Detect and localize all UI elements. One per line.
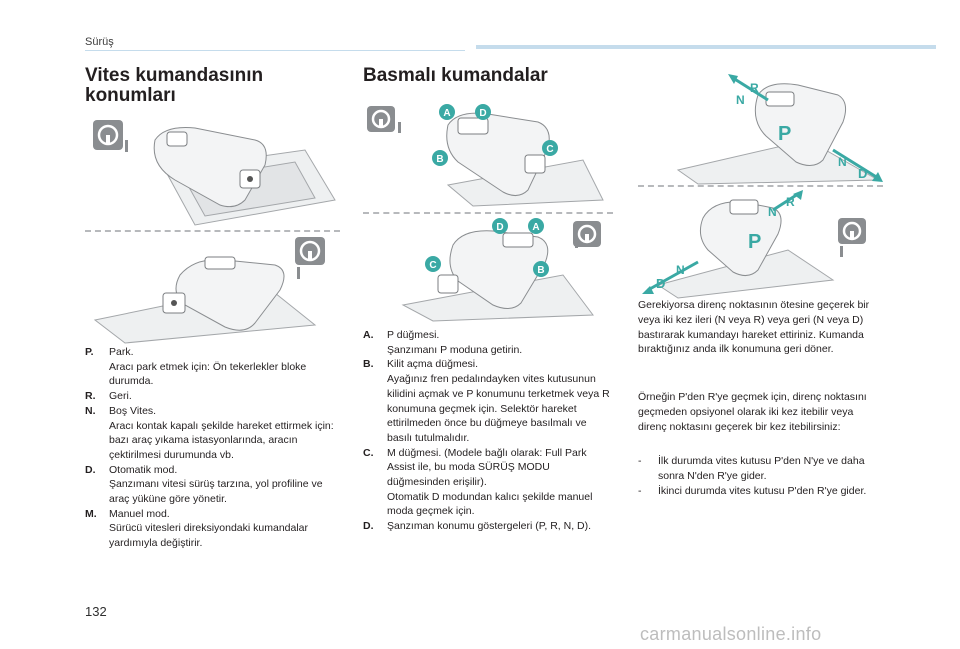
position-label-r: R: [786, 195, 795, 209]
paragraph-example: Örneğin P'den R'ye geçmek için, direnç n…: [638, 391, 867, 433]
section-label: Sürüş: [85, 36, 114, 48]
position-label-p: P: [748, 231, 761, 253]
position-label-n: N: [676, 263, 685, 277]
position-label-d: D: [858, 166, 867, 181]
push-controls-list: A.P düğmesi. Şanzımanı P moduna getirin.…: [363, 328, 613, 534]
steering-wheel-icon: [573, 221, 601, 247]
shift-direction-illustration-bottom: N R P N D: [642, 190, 866, 299]
callout-d: D: [479, 108, 486, 119]
gear-lever-illustration-bottom: [93, 237, 325, 344]
paragraph-shift-instructions: Gerekiyorsa direnç noktasının ötesine ge…: [638, 299, 870, 356]
shift-direction-illustration-top: N R P N D: [676, 74, 883, 185]
list-item: D.Otomatik mod. Şanzımanı vitesi sürüş t…: [85, 463, 323, 506]
divider-right: [638, 185, 883, 187]
list-item: C.M düğmesi. (Modele bağlı olarak: Full …: [363, 446, 593, 518]
list-item: M.Manuel mod. Sürücü vitesleri direksiyo…: [85, 507, 309, 550]
callout-b: B: [537, 265, 544, 276]
header-rule: [85, 50, 465, 51]
header-accent-bar: [476, 45, 936, 49]
list-item: P.Park. Aracı park etmek için: Ön tekerl…: [85, 346, 307, 388]
callout-d: D: [496, 222, 503, 233]
list-item: N.Boş Vites. Aracı kontak kapalı şekilde…: [85, 404, 334, 461]
list-item: -İlk durumda vites kutusu P'den N'ye ve …: [638, 455, 865, 482]
left-section-title: Vites kumandasının konumları: [85, 65, 264, 106]
list-item: D.Şanzıman konumu göstergeleri (P, R, N,…: [363, 520, 592, 533]
push-controls-illustration-bottom: D A C B: [401, 218, 601, 322]
list-item: B.Kilit açma düğmesi. Ayağınız fren peda…: [363, 358, 610, 444]
list-item: R.Geri.: [85, 390, 132, 403]
list-item: A.P düğmesi. Şanzımanı P moduna getirin.: [363, 329, 523, 356]
position-label-n: N: [768, 205, 777, 219]
steering-wheel-icon: [367, 106, 395, 132]
steering-wheel-icon: [93, 120, 123, 150]
steering-wheel-icon: [295, 237, 325, 265]
callout-c: C: [546, 144, 553, 155]
list-item: -İkinci durumda vites kutusu P'den R'ye …: [638, 484, 867, 497]
callout-a: A: [443, 108, 450, 119]
page-number: 132: [85, 604, 107, 619]
gear-lever-illustration-top: [93, 120, 336, 226]
divider-middle: [363, 212, 613, 214]
position-label-r: R: [750, 81, 759, 95]
position-label-d: D: [656, 276, 665, 291]
position-label-p: P: [778, 123, 791, 145]
watermark: carmanualsonline.info: [640, 624, 822, 644]
middle-section-title: Basmalı kumandalar: [363, 65, 548, 86]
steering-wheel-icon: [838, 218, 866, 244]
gear-positions-list: P.Park. Aracı park etmek için: Ön tekerl…: [85, 345, 340, 551]
callout-a: A: [532, 222, 539, 233]
push-controls-illustration-top: A D B C: [367, 104, 604, 207]
position-label-n: N: [736, 93, 745, 107]
callout-b: B: [436, 154, 443, 165]
divider-left: [85, 230, 340, 232]
example-bullets: -İlk durumda vites kutusu P'den N'ye ve …: [638, 454, 883, 498]
position-label-n: N: [838, 155, 847, 169]
callout-c: C: [429, 260, 436, 271]
